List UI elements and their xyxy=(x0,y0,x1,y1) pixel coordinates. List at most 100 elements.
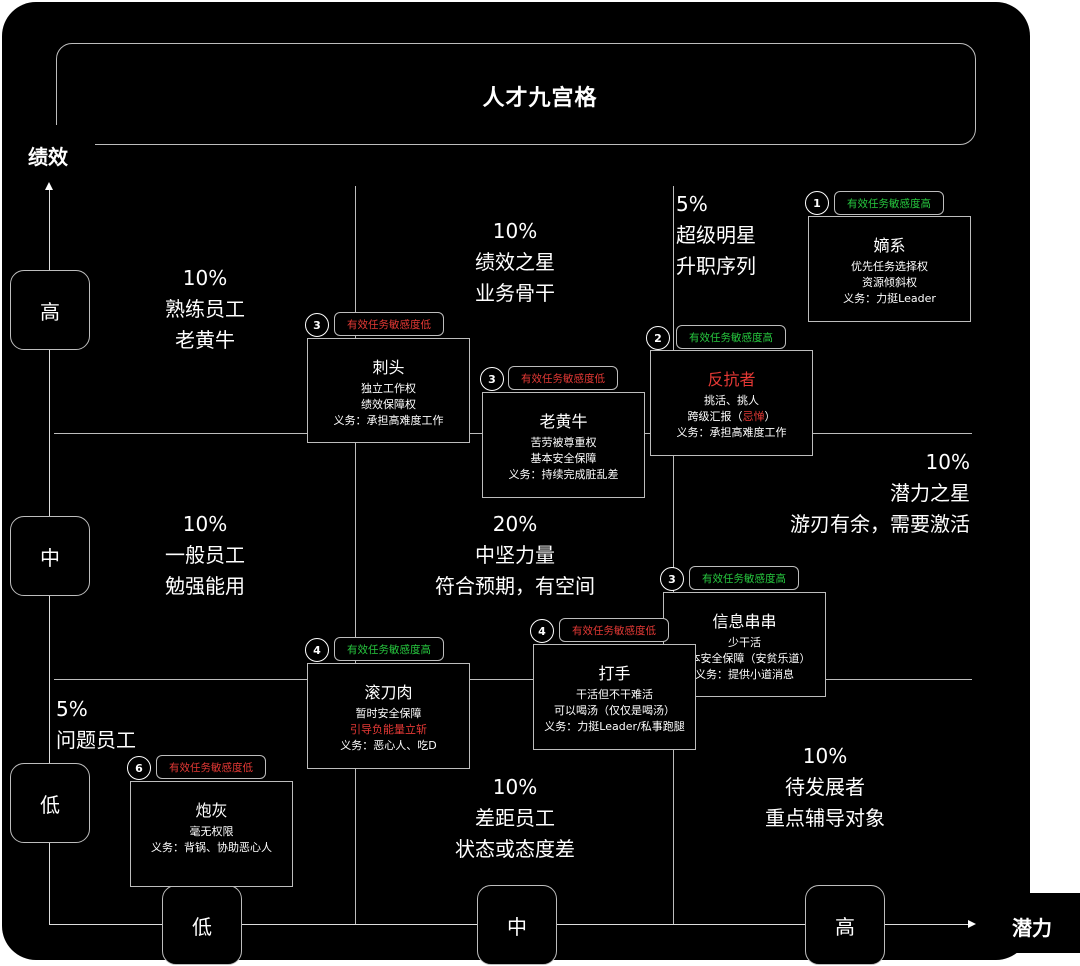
cell-percent: 10% xyxy=(925,450,970,474)
role-duty: 义务：承担高难度工作 xyxy=(333,414,444,427)
role-right: 基本安全保障（安贫乐道） xyxy=(678,652,811,665)
role-duty: 义务：力挺Leader/私事跑腿 xyxy=(544,720,685,733)
rank-badge: 1 xyxy=(805,191,829,215)
role-duty: 义务：背锅、协助恶心人 xyxy=(151,841,272,854)
cell-mid-low: 10% 一般员工 勉强能用 xyxy=(125,509,285,602)
sensitivity-tag: 有效任务敏感度低 xyxy=(156,755,266,779)
sensitivity-tag: 有效任务敏感度低 xyxy=(334,312,444,336)
cell-percent: 10% xyxy=(182,512,228,536)
cell-low-mid: 10% 差距员工 状态或态度差 xyxy=(430,772,600,865)
role-duty: 义务：力挺Leader xyxy=(843,292,936,305)
role-name: 反抗者 xyxy=(707,370,756,389)
cell-high-mid: 10% 绩效之星 业务骨干 xyxy=(435,216,595,309)
x-tick-high: 高 xyxy=(805,885,885,965)
role-right: 独立工作权 xyxy=(361,382,416,395)
role-name: 炮灰 xyxy=(195,801,228,820)
role-right: 少干活 xyxy=(728,636,761,649)
cell-high-low: 10% 熟练员工 老黄牛 xyxy=(125,263,285,356)
role-duty: 义务：恶心人、吃D xyxy=(340,739,437,752)
diagram-title: 人才九宫格 xyxy=(482,86,598,111)
cell-subtitle: 游刃有余，需要激活 xyxy=(790,512,970,536)
role-duty: 义务：持续完成脏乱差 xyxy=(508,468,619,481)
role-card-laohuangniu: 老黄牛 苦劳被尊重权 基本安全保障 义务：持续完成脏乱差 xyxy=(482,392,645,498)
cell-percent: 10% xyxy=(182,266,228,290)
cell-subtitle: 业务骨干 xyxy=(475,281,555,305)
role-right: 资源倾斜权 xyxy=(862,276,917,289)
cell-title: 超级明星 xyxy=(676,223,756,247)
role-card-fankangzhe: 反抗者 挑活、挑人 跨级汇报（忌惮） 义务：承担高难度工作 xyxy=(650,350,813,456)
grid-line-v2 xyxy=(673,186,674,924)
role-duty: 义务：承担高难度工作 xyxy=(676,426,787,439)
y-tick-low: 低 xyxy=(10,763,90,843)
title-frame-gap xyxy=(40,125,95,155)
role-right: 苦劳被尊重权 xyxy=(530,436,597,449)
cell-percent: 20% xyxy=(492,512,538,536)
highlight-text: 忌惮 xyxy=(742,410,765,423)
role-right: 优先任务选择权 xyxy=(851,260,928,273)
cell-title: 待发展者 xyxy=(785,775,865,799)
x-tick-mid: 中 xyxy=(477,885,557,965)
sensitivity-tag: 有效任务敏感度高 xyxy=(689,566,799,590)
role-name: 信息串串 xyxy=(712,612,777,631)
cell-percent: 10% xyxy=(492,219,538,243)
role-right: 干活但不干难活 xyxy=(576,688,653,701)
cell-title: 绩效之星 xyxy=(475,250,555,274)
rank-badge: 6 xyxy=(127,756,151,780)
role-name: 刺头 xyxy=(372,358,405,377)
y-tick-high: 高 xyxy=(10,270,90,350)
cell-subtitle: 符合预期，有空间 xyxy=(435,574,595,598)
cell-low-high: 10% 待发展者 重点辅导对象 xyxy=(745,741,905,834)
role-name: 老黄牛 xyxy=(539,412,588,431)
cell-percent: 5% xyxy=(676,192,708,216)
cell-title: 差距员工 xyxy=(475,806,555,830)
rank-badge: 3 xyxy=(480,367,504,391)
cell-title: 中坚力量 xyxy=(475,543,555,567)
y-axis-label: 绩效 xyxy=(28,145,68,169)
cell-title: 问题员工 xyxy=(56,728,136,752)
role-name: 滚刀肉 xyxy=(364,683,413,702)
cell-subtitle: 升职序列 xyxy=(676,254,756,278)
cell-title: 一般员工 xyxy=(165,543,245,567)
cell-high-high: 5% 超级明星 升职序列 xyxy=(676,189,796,282)
rank-badge: 4 xyxy=(305,638,329,662)
cell-percent: 10% xyxy=(802,744,848,768)
role-name: 嫡系 xyxy=(873,236,906,255)
role-card-citou: 刺头 独立工作权 绩效保障权 义务：承担高难度工作 xyxy=(307,338,470,443)
diagram-background-tail xyxy=(980,893,1080,953)
role-warning: 引导负能量立斩 xyxy=(350,723,427,736)
x-axis-arrow-icon xyxy=(968,920,976,928)
role-right: 基本安全保障 xyxy=(530,452,597,465)
role-right: 毫无权限 xyxy=(189,825,234,838)
cell-subtitle: 状态或态度差 xyxy=(455,837,575,861)
sensitivity-tag: 有效任务敏感度低 xyxy=(559,618,669,642)
cell-percent: 5% xyxy=(56,697,88,721)
role-card-dixi: 嫡系 优先任务选择权 资源倾斜权 义务：力挺Leader xyxy=(808,216,971,322)
y-axis-arrow-icon xyxy=(45,182,53,190)
cell-subtitle: 勉强能用 xyxy=(165,574,245,598)
role-name: 打手 xyxy=(598,664,631,683)
sensitivity-tag: 有效任务敏感度低 xyxy=(508,366,618,390)
rank-badge: 3 xyxy=(305,313,329,337)
rank-badge: 2 xyxy=(646,326,670,350)
grid-line-v1 xyxy=(355,186,356,924)
x-axis-label: 潜力 xyxy=(1012,916,1052,940)
cell-title: 潜力之星 xyxy=(890,481,970,505)
role-right: 可以喝汤（仅仅是喝汤） xyxy=(554,704,675,717)
role-right: 绩效保障权 xyxy=(361,398,416,411)
role-card-dashou: 打手 干活但不干难活 可以喝汤（仅仅是喝汤） 义务：力挺Leader/私事跑腿 xyxy=(533,644,696,750)
role-duty: 义务：提供小道消息 xyxy=(695,668,794,681)
cell-subtitle: 重点辅导对象 xyxy=(765,806,885,830)
cell-low-low: 5% 问题员工 xyxy=(56,694,176,756)
cell-subtitle: 老黄牛 xyxy=(175,328,235,352)
cell-title: 熟练员工 xyxy=(165,297,245,321)
cell-mid-mid: 20% 中坚力量 符合预期，有空间 xyxy=(405,509,625,602)
role-card-gundaorou: 滚刀肉 暂时安全保障 引导负能量立斩 义务：恶心人、吃D xyxy=(307,663,470,769)
title-frame xyxy=(56,43,976,145)
rank-badge: 3 xyxy=(660,567,684,591)
x-tick-low: 低 xyxy=(162,885,242,965)
sensitivity-tag: 有效任务敏感度高 xyxy=(834,191,944,215)
role-right: 挑活、挑人 xyxy=(704,394,759,407)
role-right: 暂时安全保障 xyxy=(355,707,422,720)
y-tick-mid: 中 xyxy=(10,516,90,596)
rank-badge: 4 xyxy=(530,619,554,643)
